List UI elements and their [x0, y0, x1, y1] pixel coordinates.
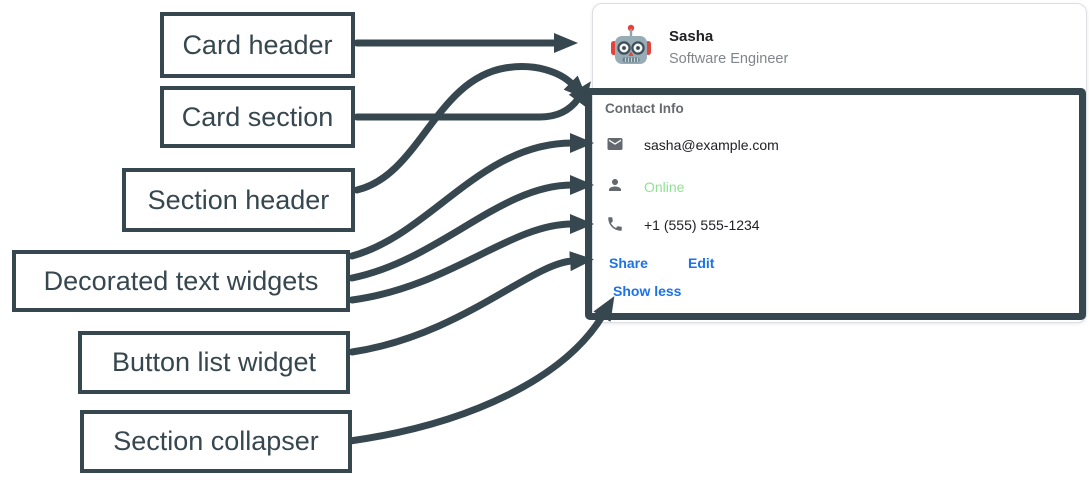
robot-avatar-icon: [611, 24, 651, 64]
email-text[interactable]: sasha@example.com: [644, 137, 779, 153]
arrow-decorated-email: [348, 133, 594, 260]
label-decorated-text-widgets: Decorated text widgets: [12, 250, 350, 312]
phone-icon: [608, 217, 622, 231]
label-section-collapser: Section collapser: [80, 410, 352, 473]
label-button-list-widget: Button list widget: [78, 331, 350, 394]
person-icon: [609, 179, 621, 191]
card-subtitle: Software Engineer: [669, 51, 789, 67]
card-header: Sasha Software Engineer: [593, 4, 1086, 89]
edit-button[interactable]: Edit: [688, 255, 715, 271]
status-text[interactable]: Online: [644, 179, 685, 195]
contact-card: Sasha Software Engineer Contact Info sas…: [592, 3, 1087, 323]
card-title: Sasha: [669, 28, 714, 45]
arrow-card-section: [353, 81, 591, 121]
label-card-header: Card header: [160, 12, 355, 78]
arrow-button-list: [348, 251, 594, 356]
arrow-decorated-status: [348, 175, 594, 282]
phone-text[interactable]: +1 (555) 555-1234: [644, 217, 760, 233]
show-less-button[interactable]: Show less: [613, 283, 682, 299]
arrow-decorated-phone: [348, 214, 594, 304]
label-section-header: Section header: [122, 168, 355, 232]
email-icon: [607, 138, 623, 150]
share-button[interactable]: Share: [609, 255, 648, 271]
section-header: Contact Info: [605, 101, 684, 116]
arrow-section-header: [353, 63, 588, 194]
label-card-section: Card section: [160, 86, 355, 148]
arrow-section-collapser: [346, 296, 615, 445]
